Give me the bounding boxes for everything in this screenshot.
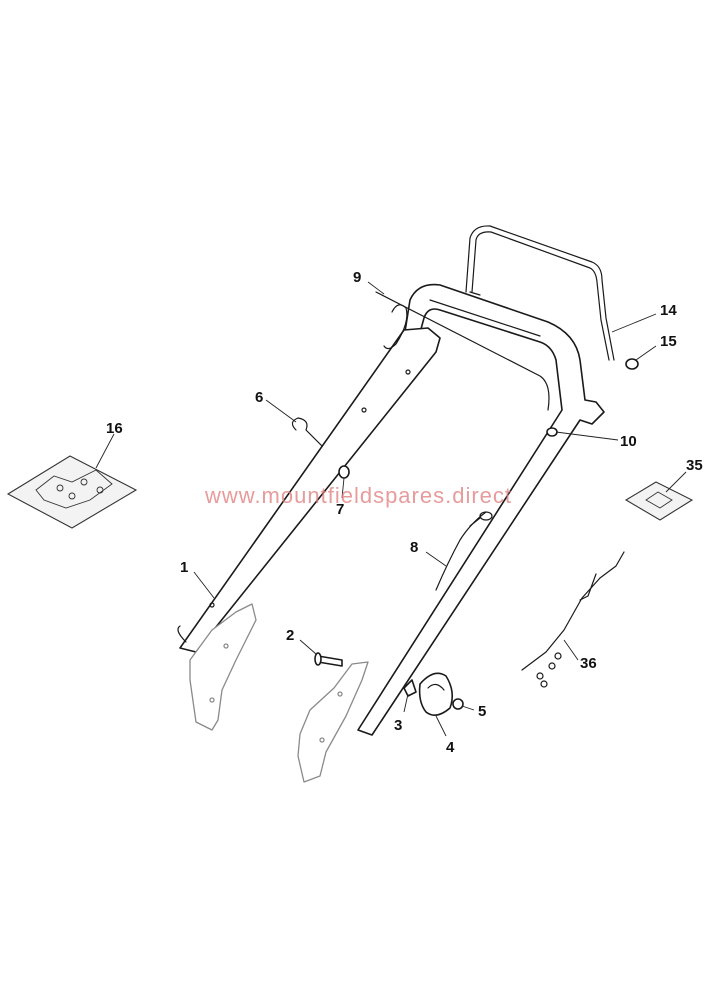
callout-6: 6 <box>255 389 263 406</box>
part-1-lower-handle[interactable] <box>177 327 441 653</box>
leader-lines <box>95 281 687 737</box>
part-2-bolt[interactable] <box>314 652 343 667</box>
callout-9: 9 <box>353 269 361 286</box>
callout-35: 35 <box>686 457 703 474</box>
callout-10: 10 <box>620 433 637 450</box>
watermark-text: www.mountfieldspares.direct <box>204 483 512 508</box>
part-36-cable[interactable] <box>521 551 625 688</box>
callout-2: 2 <box>286 627 294 644</box>
part-35-hardware-bag[interactable] <box>624 481 694 521</box>
part-left-bracket-plate[interactable] <box>189 603 257 731</box>
callout-7: 7 <box>336 501 344 518</box>
part-upper-handle[interactable] <box>357 283 605 736</box>
callout-5: 5 <box>478 703 486 720</box>
callout-14: 14 <box>660 302 677 319</box>
part-right-bracket-plate[interactable] <box>297 661 369 783</box>
part-4-knob[interactable] <box>418 672 454 716</box>
part-10-clip[interactable] <box>546 427 558 437</box>
part-16-hardware-bag[interactable] <box>6 455 138 529</box>
callout-3: 3 <box>394 717 402 734</box>
part-5-nut[interactable] <box>452 698 464 710</box>
part-15-cap[interactable] <box>625 358 639 370</box>
part-14-handle-bail[interactable] <box>465 225 615 361</box>
callout-15: 15 <box>660 333 677 350</box>
callout-8: 8 <box>410 539 418 556</box>
part-7-nut[interactable] <box>338 465 350 479</box>
callout-36: 36 <box>580 655 597 672</box>
part-8-cable[interactable] <box>435 511 493 591</box>
part-3-washer[interactable] <box>403 679 417 697</box>
callout-4: 4 <box>446 739 455 756</box>
part-6-pin[interactable] <box>291 417 323 447</box>
part-9-cable-clip[interactable] <box>375 291 550 411</box>
callout-16: 16 <box>106 420 123 437</box>
callout-1: 1 <box>180 559 188 576</box>
